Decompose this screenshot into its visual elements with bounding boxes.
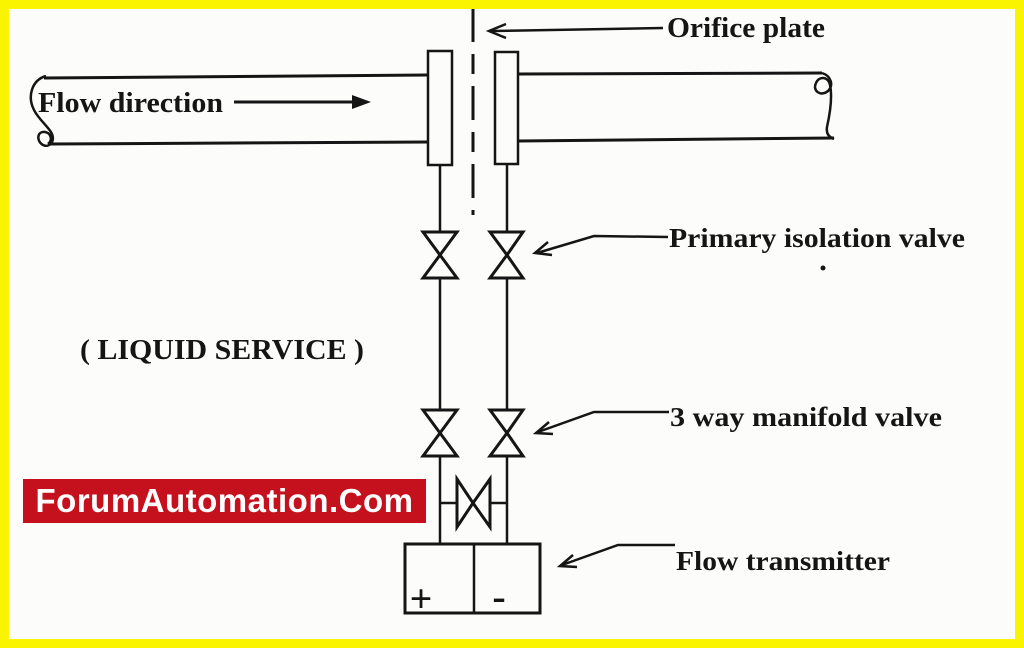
leader-line (536, 234, 669, 255)
manifold-valve-label: 3 way manifold valve (670, 402, 942, 432)
pipe-top-line-left (43, 73, 429, 80)
primary-isolation-valve-hp (420, 230, 460, 280)
transmitter-hp-sign: + (410, 576, 433, 621)
leader-primary-isolation-valve (531, 234, 669, 257)
leader-line (491, 26, 664, 33)
manifold-valve-hp (420, 408, 460, 458)
flow-transmitter-body: + - (403, 542, 542, 621)
orifice-flange-right (493, 50, 520, 166)
valve-triangle-top (420, 230, 460, 258)
watermark-text: ForumAutomation.Com (35, 482, 414, 519)
process-pipe-right (517, 71, 835, 143)
valve-triangle-bottom (420, 252, 460, 280)
orifice-flange-left (426, 49, 454, 167)
pipe-break-curl-right (813, 71, 835, 141)
transmitter-box (403, 542, 542, 615)
flow-direction-arrow (234, 95, 371, 109)
pipe-bottom-line-left (47, 140, 429, 146)
pipe-break-curl-left (29, 74, 54, 147)
leader-manifold-valve (532, 410, 669, 436)
ink-speck (820, 265, 826, 271)
valve-triangle-bottom (487, 430, 526, 458)
arrow-head (352, 95, 371, 109)
orifice-assembly (426, 8, 520, 215)
leader-arrowhead (556, 554, 578, 569)
leader-line (537, 410, 669, 434)
valve-triangle-bottom (487, 252, 526, 280)
valve-triangle-left (455, 474, 475, 532)
valve-triangle-right (471, 474, 492, 532)
valve-triangle-top (420, 408, 460, 436)
leader-arrowhead (531, 241, 553, 257)
valve-triangle-top (487, 230, 526, 258)
flow-direction-label: Flow direction (38, 88, 223, 119)
pipe-top-line-right (517, 71, 823, 76)
primary-isolation-valve-label: Primary isolation valve (669, 223, 965, 253)
leader-orifice-plate (485, 22, 664, 40)
manifold-valve-lp (487, 408, 526, 458)
watermark-banner: ForumAutomation.Com (23, 479, 426, 523)
impulse-lines (438, 164, 509, 545)
valve-triangle-top (487, 408, 526, 436)
primary-isolation-valve-lp (487, 230, 526, 280)
pipe-bottom-line-right (517, 136, 835, 143)
transmitter-lp-sign: - (492, 574, 505, 619)
liquid-service-label: ( LIQUID SERVICE ) (80, 335, 364, 366)
orifice-plate-label: Orifice plate (667, 13, 825, 44)
flow-transmitter-label: Flow transmitter (676, 546, 890, 576)
leader-arrowhead (532, 421, 554, 436)
leader-arrowhead (485, 22, 507, 40)
equalizing-valve (440, 474, 507, 532)
leader-flow-transmitter (556, 543, 675, 569)
valve-triangle-bottom (420, 430, 460, 458)
process-pipe-left (29, 73, 429, 147)
leader-line (561, 543, 675, 567)
